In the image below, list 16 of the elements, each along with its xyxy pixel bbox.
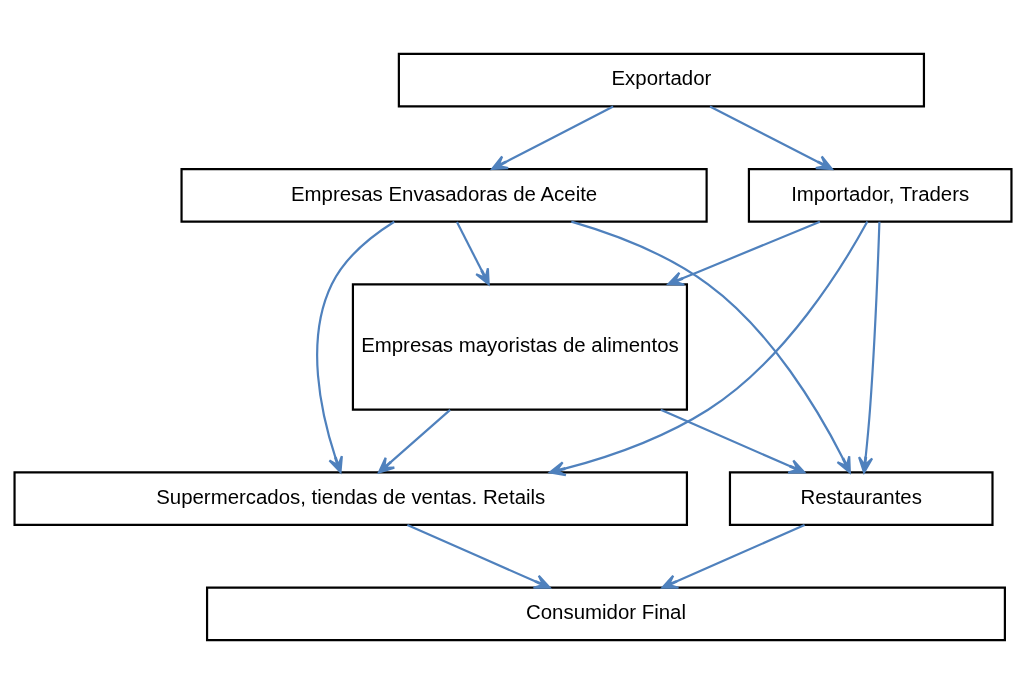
node-box: Empresas Envasadoras de Aceite [180, 167, 708, 223]
arrow [455, 221, 490, 285]
arrow [857, 221, 881, 473]
node-box: Supermercados, tiendas de ventas. Retails [13, 470, 689, 526]
node-box: Consumidor Final [205, 586, 1006, 641]
arrow [491, 105, 614, 170]
node-box: Empresas mayoristas de alimentos [351, 282, 689, 411]
arrow [667, 220, 821, 286]
node-box: Importador, Traders [747, 167, 1013, 223]
node-box: Restaurantes [728, 470, 994, 526]
arrow [406, 523, 551, 589]
arrow [709, 105, 833, 170]
arrow [377, 408, 451, 473]
node-box: Exportador [397, 52, 926, 107]
arrow [316, 220, 395, 473]
arrow [661, 523, 806, 589]
